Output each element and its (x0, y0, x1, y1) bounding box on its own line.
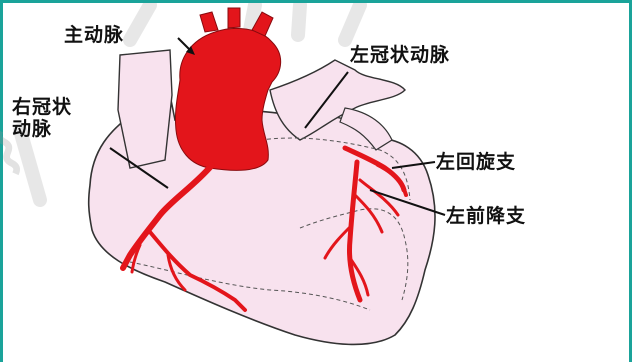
label-right-coronary: 右冠状 动脉 (12, 96, 102, 140)
label-left-anterior-descending: 左前降支 (446, 205, 526, 227)
label-aorta: 主动脉 (64, 24, 124, 46)
label-left-circumflex: 左回旋支 (436, 151, 516, 173)
label-left-coronary: 左冠状动脉 (350, 44, 450, 66)
